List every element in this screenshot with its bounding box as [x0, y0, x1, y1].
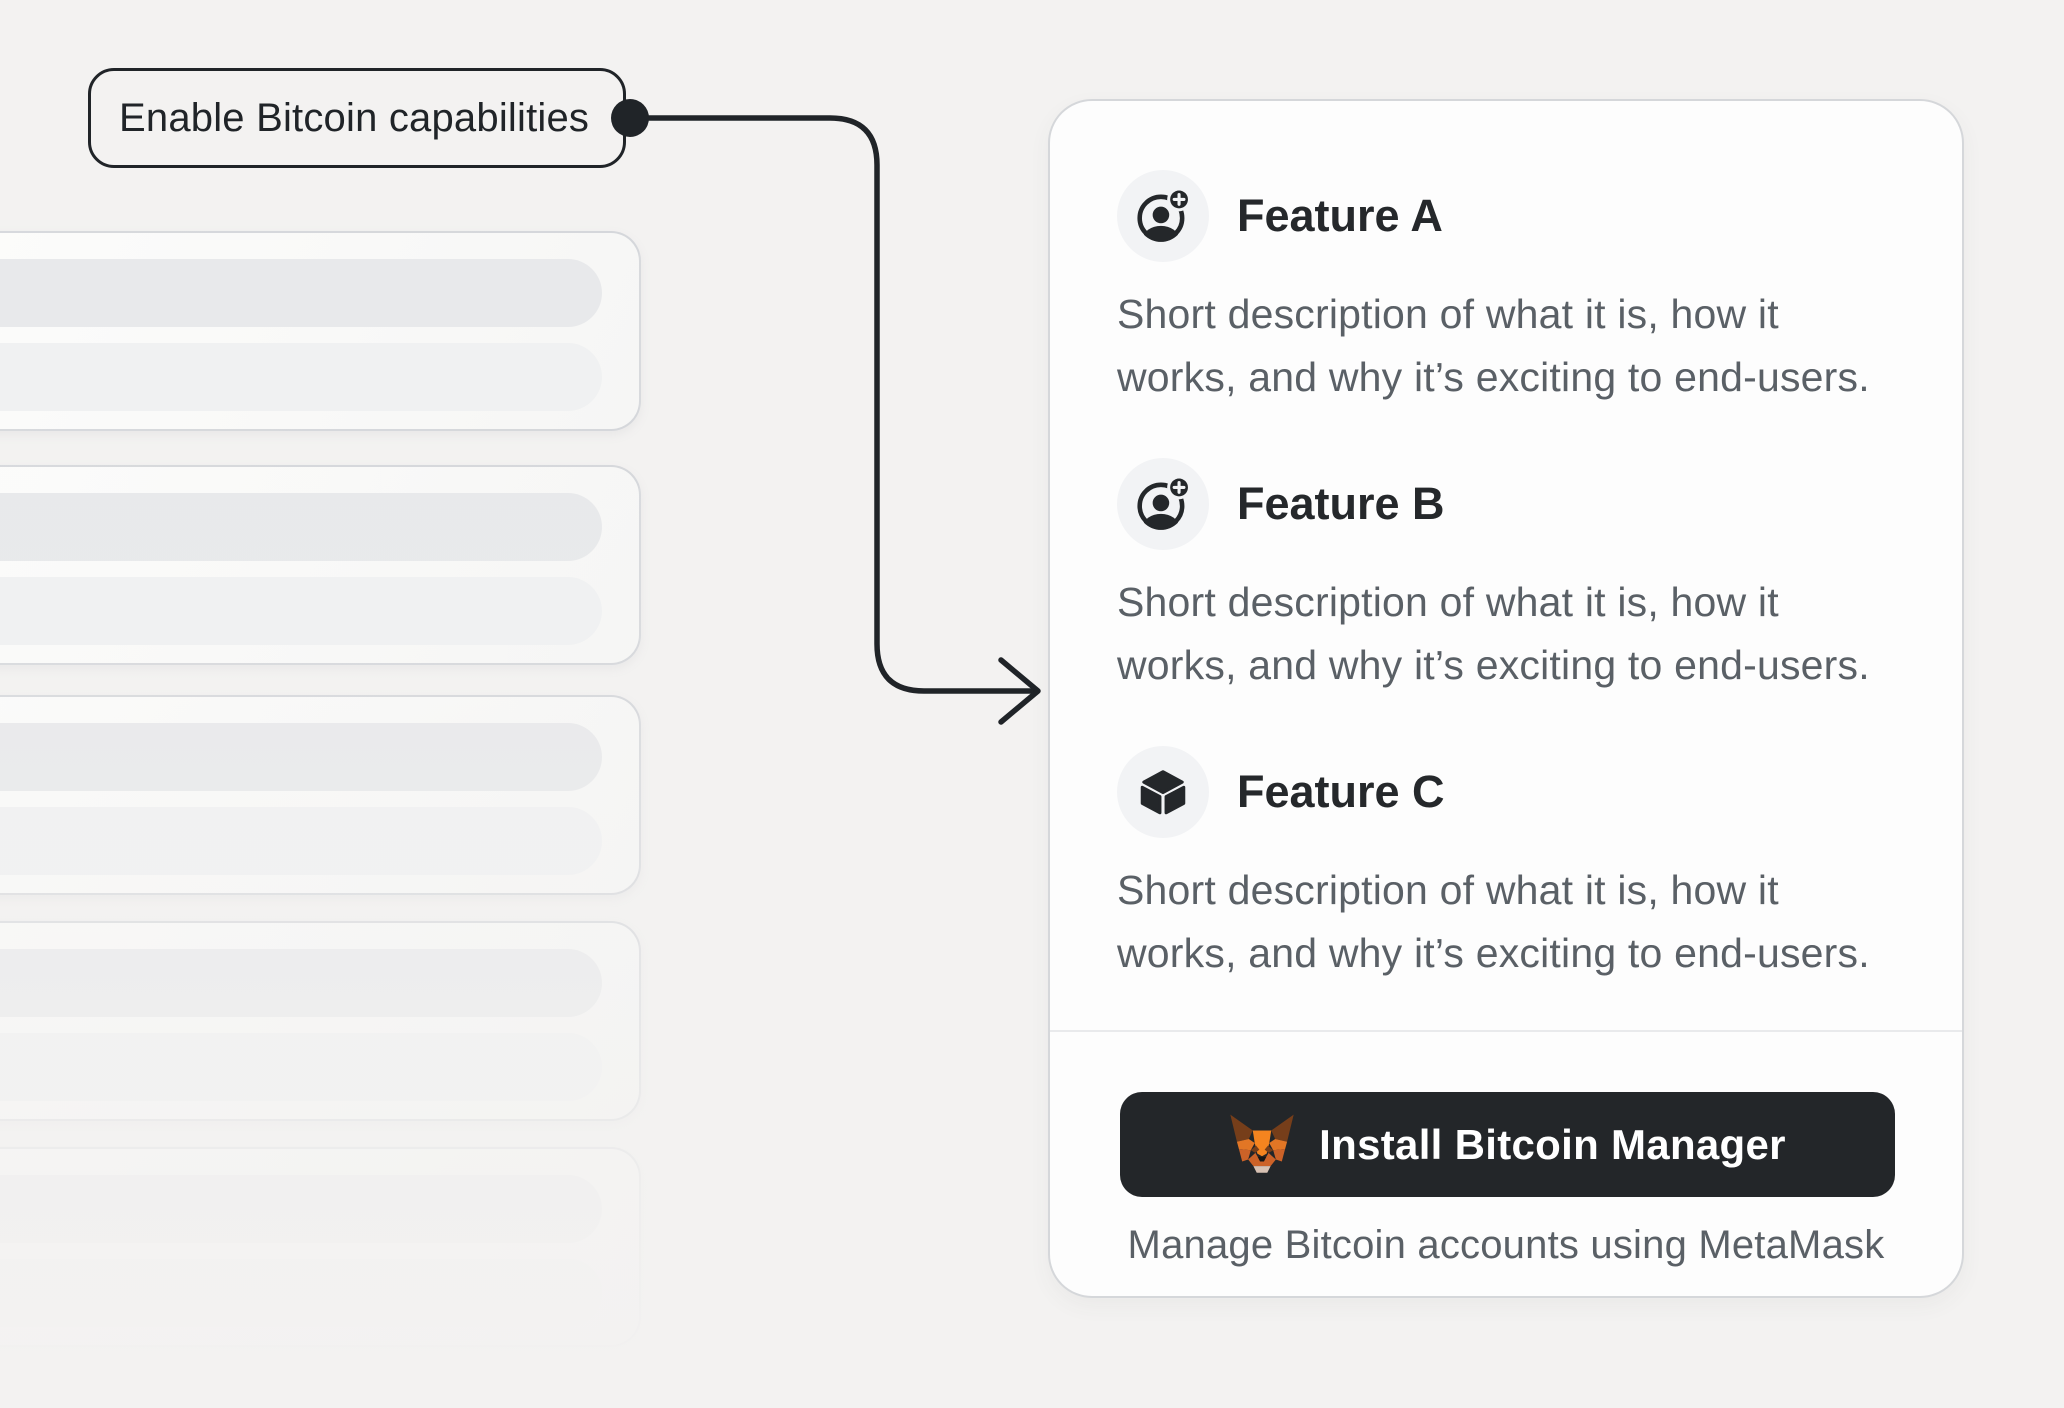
divider [1050, 1030, 1962, 1032]
callout-text: Enable Bitcoin capabilities [119, 95, 590, 140]
skeleton-bar [0, 1259, 602, 1327]
cube-icon [1117, 746, 1209, 838]
feature-title: Feature B [1237, 478, 1445, 529]
description-line: works, and why it’s exciting to end-user… [1117, 642, 1870, 688]
install-button-label: Install Bitcoin Manager [1319, 1120, 1786, 1168]
callout-label: Enable Bitcoin capabilities [88, 68, 626, 168]
feature-title: Feature A [1237, 190, 1443, 241]
skeleton-bar [0, 577, 602, 645]
feature-description: Short description of what it is, how it … [1117, 283, 1870, 409]
description-line: Short description of what it is, how it [1117, 867, 1779, 913]
features-card: Feature A Short description of what it i… [1048, 99, 1964, 1298]
feature-row-a: Feature A [1117, 170, 1443, 262]
feature-description: Short description of what it is, how it … [1117, 859, 1870, 985]
description-line: works, and why it’s exciting to end-user… [1117, 930, 1870, 976]
skeleton-bar [0, 1033, 602, 1101]
skeleton-bar [0, 949, 602, 1017]
skeleton-bar [0, 807, 602, 875]
skeleton-card [0, 695, 641, 895]
user-add-icon [1117, 170, 1209, 262]
feature-title: Feature C [1237, 766, 1445, 817]
feature-row-b: Feature B [1117, 458, 1445, 550]
skeleton-bar [0, 259, 602, 327]
description-line: works, and why it’s exciting to end-user… [1117, 354, 1870, 400]
skeleton-card [0, 921, 641, 1121]
skeleton-bar [0, 493, 602, 561]
skeleton-bar [0, 1175, 602, 1243]
skeleton-bar [0, 343, 602, 411]
arrowhead [998, 657, 1041, 725]
user-add-icon [1117, 458, 1209, 550]
metamask-fox-icon [1230, 1114, 1294, 1173]
skeleton-card [0, 1147, 641, 1347]
button-caption: Manage Bitcoin accounts using MetaMask [1127, 1223, 1885, 1267]
description-line: Short description of what it is, how it [1117, 291, 1779, 337]
skeleton-card [0, 465, 641, 665]
description-line: Short description of what it is, how it [1117, 579, 1779, 625]
skeleton-bar [0, 723, 602, 791]
feature-row-c: Feature C [1117, 746, 1445, 838]
feature-description: Short description of what it is, how it … [1117, 571, 1870, 697]
install-bitcoin-manager-button[interactable]: Install Bitcoin Manager [1120, 1092, 1895, 1197]
skeleton-card [0, 231, 641, 431]
